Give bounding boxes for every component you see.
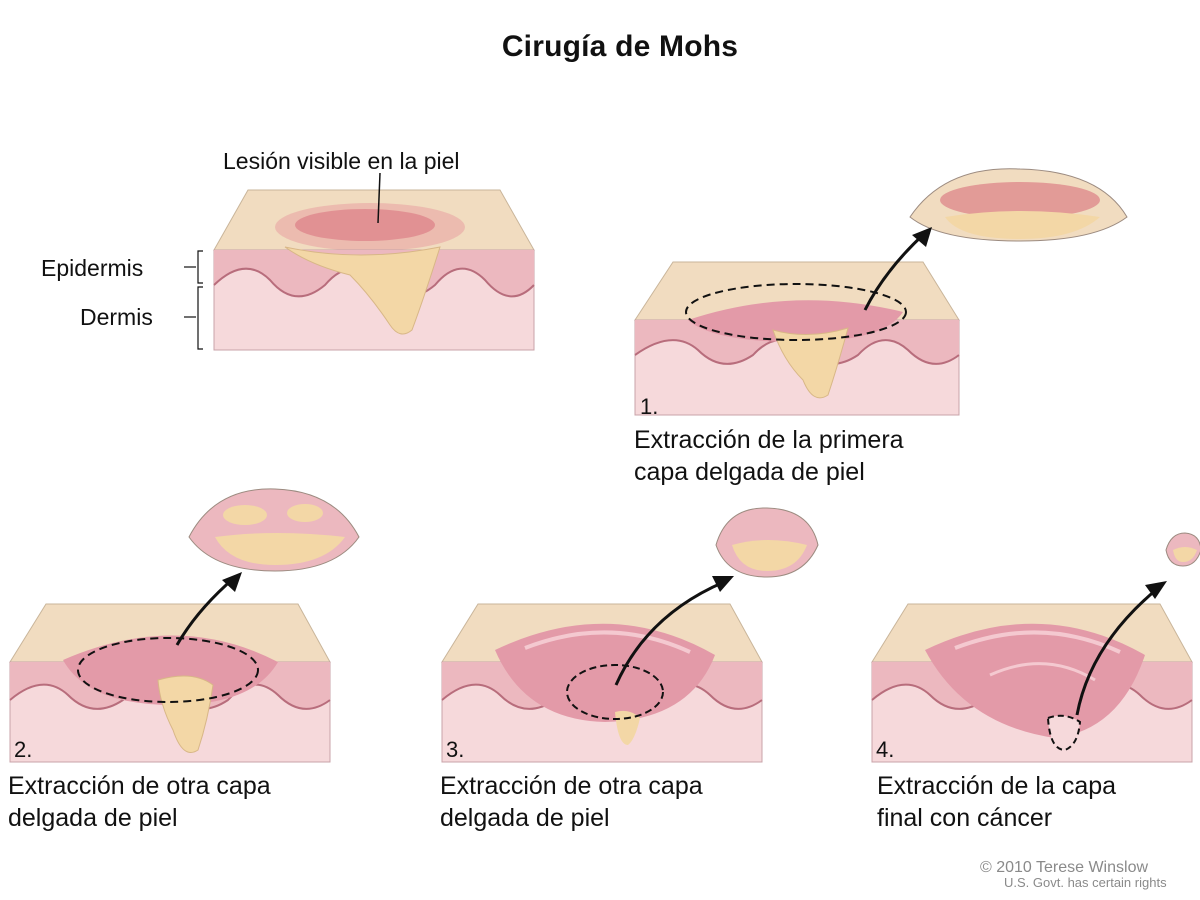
step-2-skin-block [9, 603, 331, 763]
lesion-label: Lesión visible en la piel [223, 148, 460, 174]
dermis-label: Dermis [80, 304, 153, 330]
step-2-number: 2. [14, 737, 33, 762]
step-3-number: 3. [446, 737, 465, 762]
epidermis-label: Epidermis [41, 255, 144, 281]
step-4-skin-block [871, 603, 1193, 763]
step-4-arrow [1075, 581, 1167, 716]
layer-brackets [184, 250, 203, 350]
step-3-arrow [614, 576, 734, 686]
lesion-pointer-line [377, 172, 381, 224]
step-4-number: 4. [876, 737, 895, 762]
step-1-arrow [863, 227, 932, 311]
step-1-removed-layer [909, 168, 1128, 242]
step-1-skin-block [634, 261, 960, 416]
step-3-removed-layer [715, 507, 819, 578]
diagram-title: Cirugía de Mohs [501, 30, 739, 63]
step-2-removed-layer [188, 488, 360, 572]
step-4-removed-layer [1165, 532, 1200, 567]
skin-block-reference [213, 189, 535, 351]
step-2-arrow [175, 572, 242, 646]
step-3-skin-block [441, 603, 763, 763]
step-1-number: 1. [640, 394, 659, 419]
copyright-credit: © 2010 Terese Winslow U.S. Govt. has cer… [980, 859, 1167, 890]
